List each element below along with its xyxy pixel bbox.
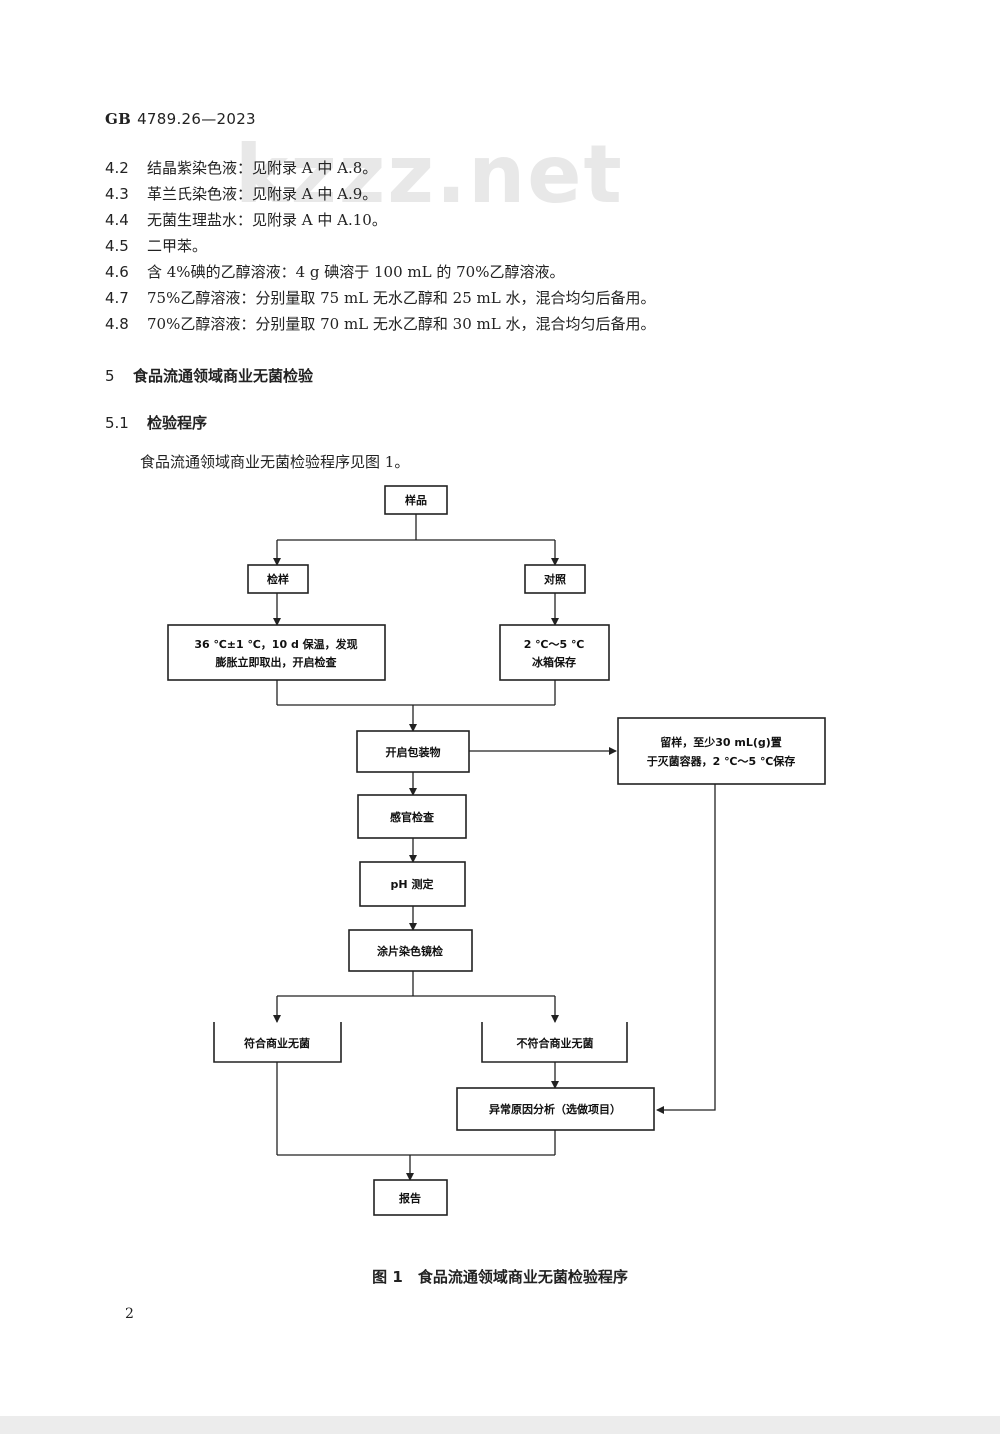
flow-text-cause: 异常原因分析（选做项目） — [489, 1102, 621, 1116]
flow-text-incubate-1: 36 ℃±1 ℃，10 d 保温，发现 — [194, 637, 357, 651]
flow-box-cause — [456, 1087, 655, 1131]
viewer-bottom-bar — [0, 1416, 1000, 1434]
flow-text-fridge-1: 2 ℃～5 ℃ — [524, 638, 585, 651]
flow-box-fridge — [499, 624, 610, 681]
flow-box-ph — [359, 861, 466, 907]
flow-text-fridge-2: 冰箱保存 — [532, 655, 576, 669]
flow-box-control — [524, 564, 586, 594]
flow-text-smear: 涂片染色镜检 — [377, 944, 443, 958]
figure-caption: 图 1 食品流通领域商业无菌检验程序 — [372, 1268, 628, 1286]
flow-text-control: 对照 — [544, 572, 566, 586]
flow-text-noncompliant: 不符合商业无菌 — [517, 1036, 594, 1050]
flow-box-open — [356, 730, 470, 773]
flow-box-incubate — [167, 624, 386, 681]
flow-text-open: 开启包装物 — [386, 745, 441, 759]
flow-text-sensory: 感官检查 — [390, 810, 434, 824]
flow-text-incubate-2: 膨胀立即取出，开启检查 — [215, 655, 337, 669]
flow-text-ph: pH 测定 — [391, 877, 434, 891]
flow-box-sensory — [357, 794, 467, 839]
flow-text-retain-2: 于灭菌容器，2 ℃～5 ℃保存 — [647, 754, 796, 768]
flow-box-report — [373, 1179, 448, 1216]
flow-box-retain — [617, 717, 826, 785]
standard-prefix: GB — [105, 110, 132, 128]
flow-box-smear — [348, 929, 473, 972]
flow-text-report: 报告 — [399, 1191, 421, 1205]
paragraph: 食品流通领域商业无菌检验程序见图 1。 — [140, 453, 410, 471]
flow-box-inspect — [247, 564, 309, 594]
flow-text-retain-1: 留样，至少30 mL(g)置 — [660, 735, 782, 749]
flow-text-compliant: 符合商业无菌 — [244, 1036, 310, 1050]
flow-text-inspect: 检样 — [267, 572, 289, 586]
flowchart: 样品 检样 对照 36 ℃±1 ℃，10 d 保温，发现 膨胀立即取出，开启检查… — [167, 485, 826, 1216]
watermark: kzzz.net — [235, 128, 624, 221]
page-number: 2 — [125, 1306, 134, 1322]
standard-header: GB 4789.26—2023 — [105, 110, 256, 128]
flow-box-sample — [384, 485, 448, 515]
standard-number: 4789.26—2023 — [137, 110, 256, 128]
flow-text-sample: 样品 — [405, 493, 427, 507]
